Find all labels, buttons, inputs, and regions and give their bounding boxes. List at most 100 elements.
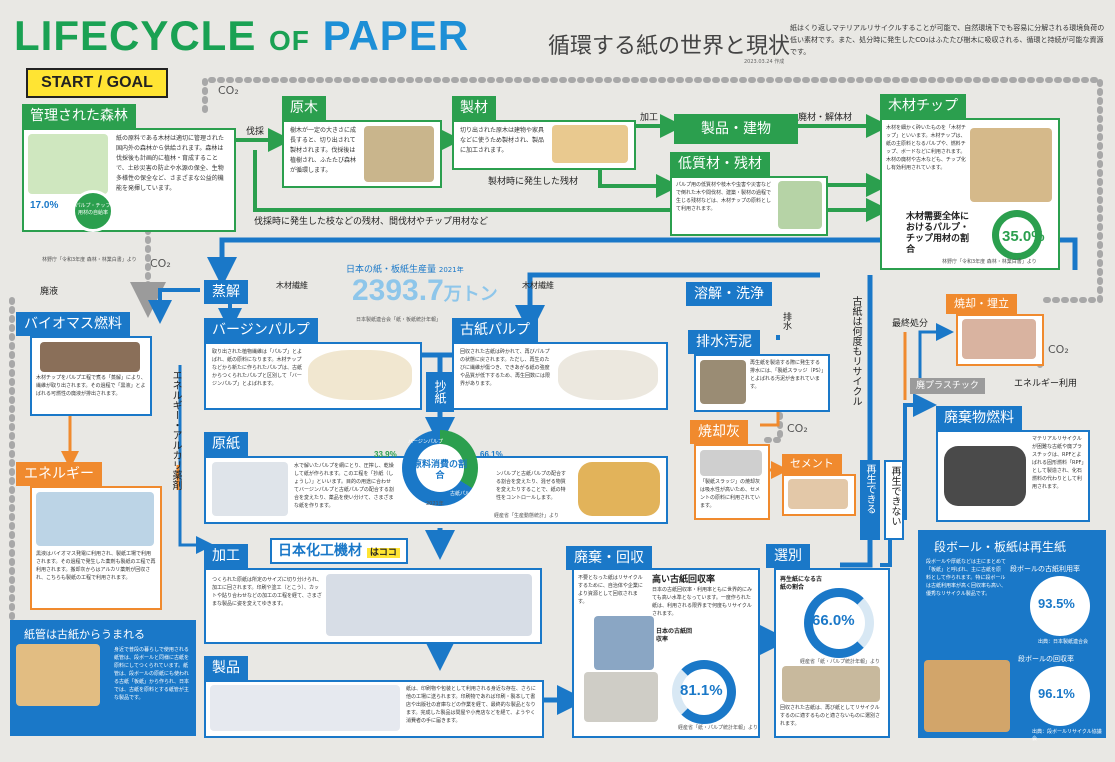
- sludge-text: 再生紙を製造する際に発生する排水には、「製紙スラッジ（PS）」とよばれる汚泥が含…: [750, 360, 824, 390]
- recycled-pulp-label: 古紙パルプ: [452, 318, 538, 342]
- flow-lumber-byproduct: 製材時に発生した残材: [488, 177, 579, 187]
- genshi-tank-illustration: [578, 462, 660, 516]
- cardboard-collect-label: 段ボールの回収率: [1018, 655, 1074, 663]
- cardboard-label: 段ボール・板紙は再生紙: [934, 540, 1067, 554]
- co2-label-right: CO₂: [1048, 343, 1069, 356]
- lumber-label: 製材: [452, 96, 496, 120]
- company-name: 日本化工機材: [278, 543, 362, 559]
- forest-label: 管理された森林: [22, 104, 136, 128]
- sort-donut: [804, 588, 874, 658]
- flow-drain: 排水: [781, 312, 791, 330]
- cement-illustration: [788, 479, 848, 509]
- forest-source: 林野庁「令和3年度 森林・林業白書」より: [42, 257, 137, 263]
- company-here: はココ: [366, 548, 400, 558]
- date-label: 2023.03.24 作成: [744, 59, 785, 65]
- production-label: 日本の紙・板紙生産量 2021年: [346, 262, 464, 275]
- production-number: 2393.7: [352, 274, 444, 307]
- cardboard-use-donut: [1030, 576, 1090, 636]
- ash-text: 「製紙スラッジ」の焼却灰は吸水性が高いため、セメントの原料に利用されています。: [700, 479, 761, 509]
- waste-fuel-label: 廃棄物燃料: [936, 406, 1022, 430]
- cement-label: セメント: [782, 454, 842, 474]
- nonrecyclable-tag: 再生できない: [884, 460, 904, 540]
- genshi-donut-label: 原料消費の割合: [412, 460, 467, 481]
- flow-cutting: 伐採: [246, 127, 265, 137]
- start-goal-badge: START / GOAL: [26, 68, 168, 98]
- wood-chip-text: 木材を細かく砕いたものを「木材チップ」といいます。木材チップは、紙の主原料となる…: [886, 125, 966, 171]
- incinerate-illustration: [962, 319, 1036, 359]
- collect-rate-label: 日本の古紙回収率: [656, 628, 693, 643]
- virgin-pulp-text: 取り出された植物繊維は「パルプ」とよばれ、紙の原料になります。木材チップなどから…: [212, 349, 303, 387]
- flow-final-disposal: 最終処分: [892, 319, 929, 329]
- collect-rate-title: 高い古紙回収率: [652, 575, 716, 585]
- ash-illustration: [700, 450, 762, 476]
- co2-label: CO₂: [218, 84, 239, 97]
- kako-text: つくられた原紙は所定のサイズに切り分けられ、加工に回されます。印刷や塗工（とこう…: [212, 577, 322, 607]
- forest-illustration: [28, 134, 108, 194]
- flow-processing: 加工: [640, 113, 659, 123]
- wood-chip-caption: 木材需要全体におけるパルプ・チップ用材の割合: [906, 212, 970, 255]
- flow-energy-alkali: エネルギー・アルカリ薬剤: [170, 370, 181, 490]
- genshi-text: 水で解いたパルプを網にとり、圧搾し、乾燥して紙が作られます。この工程を「抄紙（し…: [294, 463, 394, 509]
- forest-text: 紙の原料である木材は適切に管理された国内外の森林から供給されます。森林は伐採後も…: [116, 135, 224, 192]
- wood-chip-pct: 35.0%: [1002, 228, 1045, 245]
- sort-pct: 66.0%: [812, 612, 855, 629]
- flow-nonrecyclable: 再生できない: [889, 466, 900, 526]
- cardboard-illustration: [924, 660, 1010, 732]
- sludge-label: 排水汚泥: [688, 330, 760, 354]
- low-quality-panel: パルプ用の低質材や枝木や虫害や災害などで倒れた木や間伐材、建築・製材の過程で生じ…: [670, 176, 828, 236]
- genshi-source: 経産省「生産動態統計」より: [494, 513, 559, 519]
- production-value: 2393.7万トン: [352, 274, 498, 308]
- genshi-recycled-tag: 古紙パルプ: [450, 491, 476, 497]
- company-badge: 日本化工機材 はココ: [270, 538, 408, 564]
- genshi-year: 2021年: [426, 501, 444, 507]
- genshi-text2: ンパルプと古紙パルプの配合する割合を変えたり、混ぜる物質を変えたりすることで、紙…: [496, 471, 567, 501]
- waste-fuel-illustration: [944, 446, 1026, 506]
- low-quality-label: 低質材・残材: [670, 152, 770, 176]
- collect-bales-illustration: [584, 672, 658, 722]
- genshi-recycled-pct: 66.1%: [480, 450, 503, 459]
- products-bldg-label: 製品・建物: [701, 121, 771, 137]
- log-text: 樹木が一定の大きさに成長すると、切り出されて製材されます。伐採後は植樹され、ふた…: [290, 127, 357, 174]
- recycle-many-bar: 古紙は何度もリサイクル: [848, 296, 864, 456]
- recyclable-tag: 再生できる: [860, 460, 880, 540]
- digest-label: 蒸解: [204, 280, 248, 304]
- forest-circle: パルプ・チップ用材の自給率: [72, 190, 114, 232]
- energy-text: 黒液はバイオマス発電に利用され、製紙工場で利用されます。その過程で発生した薬剤も…: [36, 551, 156, 581]
- genshi-virgin-tag: バージンパルプ: [408, 439, 443, 445]
- dissolve-label: 溶解・洗浄: [686, 282, 772, 306]
- cardboard-use-pct: 93.5%: [1038, 596, 1075, 611]
- flow-recycle-many: 古紙は何度もリサイクル: [850, 296, 861, 406]
- products-bldg-box: 製品・建物: [674, 114, 798, 144]
- sludge-illustration: [700, 360, 746, 404]
- forest-circle-label: パルプ・チップ用材の自給率: [75, 203, 111, 216]
- cardboard-collect-pct: 96.1%: [1038, 686, 1075, 701]
- biomass-illustration: [40, 342, 140, 372]
- collect-truck-illustration: [594, 616, 654, 670]
- biomass-panel: 木材チップをパルプ工程で煮る「蒸解」により、繊維が取り出されます。その過程で「黒…: [30, 336, 152, 416]
- kako-label: 加工: [204, 544, 248, 568]
- log-illustration: [364, 126, 434, 182]
- cardboard-use-label: 段ボールの古紙利用率: [1010, 565, 1080, 573]
- ash-label: 焼却灰: [690, 420, 748, 444]
- forest-panel: 17.0% パルプ・チップ用材の自給率 紙の原料である木材は適切に管理された国内…: [22, 128, 236, 232]
- log-label: 原木: [282, 96, 326, 120]
- cement-panel: [782, 474, 856, 516]
- tube-illustration: [16, 644, 100, 706]
- kako-illustration: [326, 574, 532, 636]
- forest-self-sufficiency-pct: 17.0%: [30, 200, 59, 211]
- virgin-pulp-label: バージンパルプ: [204, 318, 318, 342]
- production-source: 日本製紙連合会「紙・板紙統計年報」: [356, 317, 442, 323]
- wood-chip-illustration: [970, 128, 1052, 202]
- collect-source: 経産省「紙・パルプ統計年報」より: [678, 725, 758, 731]
- recycled-pulp-text: 回収された古紙は砕かれて、再びパルプの状態に戻されます。ただし、再生のたびに繊維…: [460, 349, 551, 387]
- waste-fuel-panel: マテリアルリサイクルが困難な古紙や廃プラスチックは、RPFとよばれる固形燃料「R…: [936, 430, 1090, 522]
- co2-label-left: CO₂: [150, 257, 171, 270]
- genshi-virgin-pct: 33.9%: [374, 450, 397, 459]
- log-panel: 樹木が一定の大きさに成長すると、切り出されて製材されます。伐採後は植樹され、ふた…: [282, 120, 442, 188]
- sort-illustration: [782, 666, 880, 702]
- lumber-illustration: [552, 125, 628, 163]
- page-subtitle: 循環する紙の世界と現状: [548, 34, 791, 59]
- energy-illustration: [36, 492, 154, 546]
- lumber-panel: 切り出された原木は建物や家具などに使うため製材され、製品に加工されます。: [452, 120, 636, 170]
